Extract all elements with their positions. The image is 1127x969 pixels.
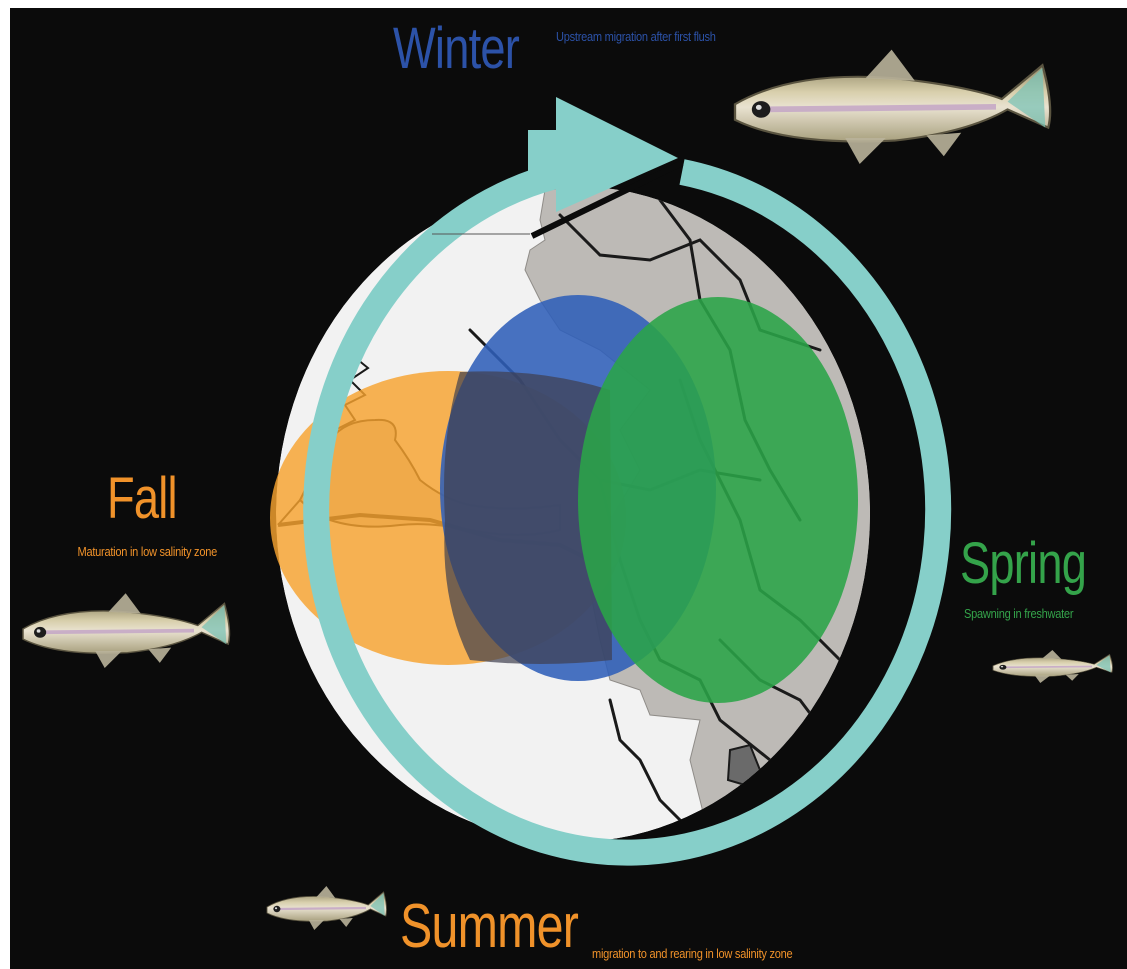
spring-description: Spawning in freshwater [964,606,1126,623]
winter-description: Upstream migration after first flush [556,29,726,46]
spring-range-ellipse [578,297,858,703]
summer-title: Summer [400,896,578,958]
fall-description: Maturation in low salinity zone [58,544,237,561]
winter-title: Winter [393,20,519,78]
fall-title: Fall [107,470,177,528]
summer-description: migration to and rearing in low salinity… [592,946,915,963]
spring-title: Spring [960,535,1086,593]
